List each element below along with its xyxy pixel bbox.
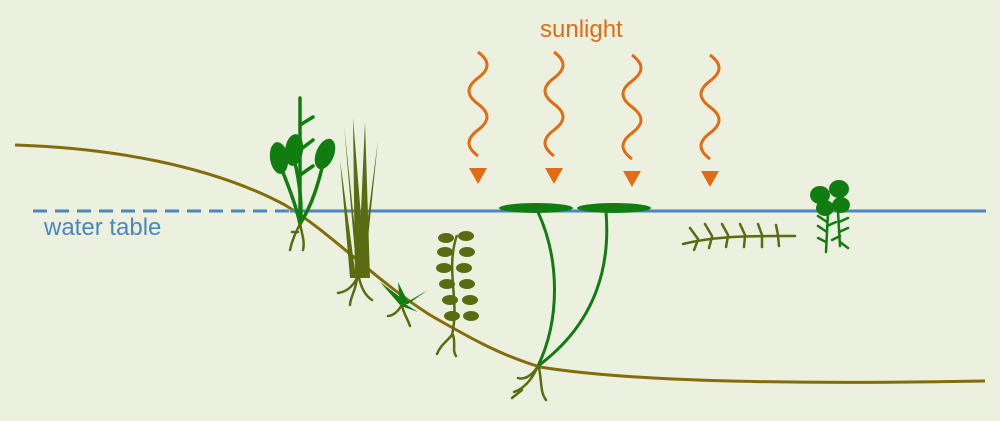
emergent-arrowhead-plant — [269, 96, 336, 252]
free-floating-duckweed — [810, 180, 850, 254]
submerged-milfoil — [681, 222, 797, 252]
small-sedge — [380, 282, 428, 328]
sunlight-label: sunlight — [540, 16, 623, 43]
floating-leaf-lily — [499, 203, 651, 402]
sun-ray — [699, 53, 721, 187]
submerged-pondweed — [435, 231, 479, 358]
sun-rays — [467, 50, 721, 187]
water-table-label: water table — [43, 214, 161, 241]
sun-ray — [467, 50, 489, 184]
emergent-reed — [336, 118, 378, 307]
sun-ray — [543, 50, 565, 184]
sun-ray — [621, 53, 643, 187]
ground-line — [14, 143, 986, 384]
